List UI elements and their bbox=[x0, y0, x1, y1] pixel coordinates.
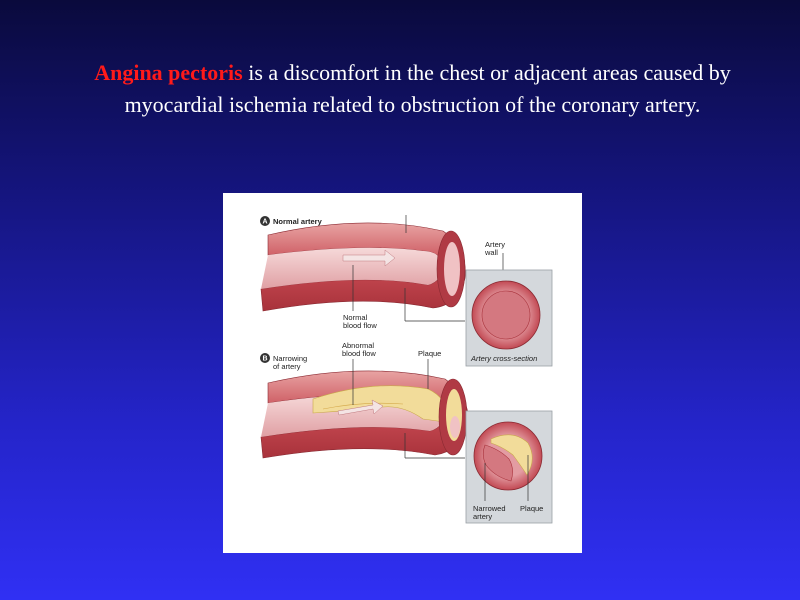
panel-a-title: Normal artery bbox=[273, 217, 323, 226]
abnormal-flow-label-2: blood flow bbox=[342, 349, 376, 358]
panel-b-marker: B bbox=[262, 356, 267, 363]
normal-flow-label-2: blood flow bbox=[343, 321, 377, 330]
panel-b-title-2: of artery bbox=[273, 362, 301, 371]
cross-section-label: Artery cross-section bbox=[470, 354, 537, 363]
artery-wall-label-2: wall bbox=[484, 248, 498, 257]
normal-cross-section-lumen bbox=[482, 291, 530, 339]
normal-artery-opening-lumen bbox=[444, 242, 460, 296]
narrowed-artery-label-2: artery bbox=[473, 512, 492, 521]
artery-diagram: A Normal artery Artery wall Normal blood… bbox=[223, 193, 582, 553]
panel-a: A Normal artery Artery wall Normal blood… bbox=[260, 215, 552, 366]
plaque-label: Plaque bbox=[418, 349, 441, 358]
narrowed-opening-lumen bbox=[450, 416, 460, 438]
slide-heading: Angina pectoris is a discomfort in the c… bbox=[60, 57, 765, 121]
heading-term: Angina pectoris bbox=[94, 60, 243, 85]
panel-b: B Narrowing of artery Abnormal blood flo… bbox=[260, 341, 552, 523]
panel-a-marker: A bbox=[262, 219, 267, 226]
cross-plaque-label: Plaque bbox=[520, 504, 543, 513]
